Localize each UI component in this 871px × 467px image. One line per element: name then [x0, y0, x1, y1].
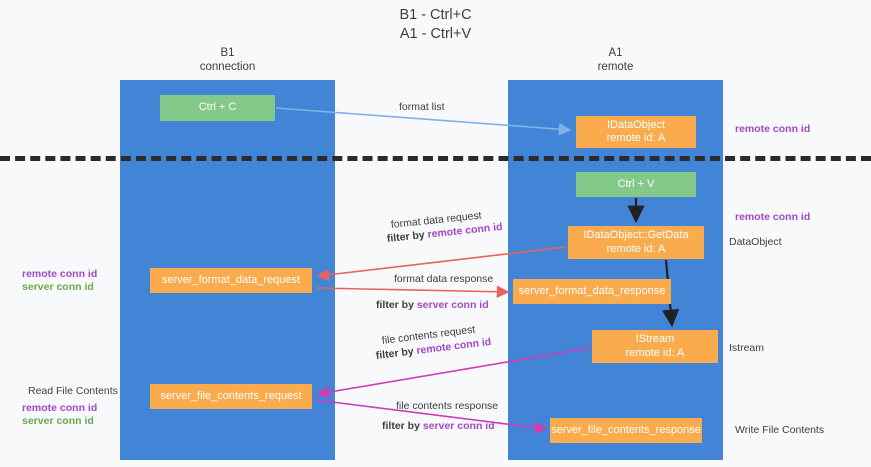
node-server-file-contents-request[interactable]: server_file_contents_request	[150, 384, 312, 409]
node-ctrl-v-label: Ctrl + V	[617, 177, 655, 190]
node-istream-label: IStream	[635, 333, 675, 345]
node-server-format-data-request[interactable]: server_format_data_request	[150, 268, 312, 293]
node-getdata-label: IDataObject::GetData	[583, 229, 689, 241]
filter-prefix: filter by	[375, 345, 418, 362]
edge-label-format-list: format list	[399, 101, 445, 113]
node-sfdres-label: server_format_data_response	[518, 284, 666, 297]
node-sfdreq-label: server_format_data_request	[161, 273, 301, 286]
lane-header-b1: B1 connection	[120, 46, 335, 74]
annotation-istream: Istream	[729, 342, 765, 354]
lane-a1-role: remote	[597, 61, 634, 73]
node-server-format-data-response[interactable]: server_format_data_response	[513, 279, 671, 304]
annotation-dataobject: DataObject	[729, 236, 782, 248]
node-server-file-contents-response[interactable]: server_file_contents_response	[550, 418, 702, 443]
edge-label-file-contents-response-filter: filter by server conn id	[382, 420, 495, 433]
node-ctrl-c-label: Ctrl + C	[198, 101, 237, 114]
server-conn-id-token: server conn id	[416, 299, 489, 311]
edge-label-format-data-response: format data response	[394, 273, 494, 285]
node-idataobject[interactable]: IDataObject remote id: A	[576, 116, 696, 148]
node-ctrl-v[interactable]: Ctrl + V	[576, 172, 696, 197]
lane-header-a1: A1 remote	[508, 46, 723, 74]
page-title-line2: A1 - Ctrl+V	[399, 26, 472, 42]
left-server-conn-id: server conn id	[22, 281, 94, 293]
lane-a1-name: A1	[608, 47, 623, 59]
node-ctrl-c[interactable]: Ctrl + C	[160, 95, 275, 121]
annotation-read-file-contents: Read File Contents	[28, 385, 118, 397]
left-remote-conn-id-2: remote conn id	[22, 402, 98, 414]
node-sfcreq-label: server_file_contents_request	[160, 389, 302, 402]
annotation-write-file-contents: Write File Contents	[735, 424, 825, 436]
left-server-conn-id-2: server conn id	[22, 415, 94, 427]
annotation-left-conn-ids-top: remote conn id server conn id	[22, 268, 97, 294]
filter-prefix: filter by	[376, 299, 417, 311]
node-idataobject-label: IDataObject	[606, 118, 666, 131]
left-remote-conn-id: remote conn id	[22, 268, 98, 280]
annotation-remote-conn-id-top: remote conn id	[735, 123, 811, 135]
phase-divider	[0, 156, 871, 161]
edge-label-file-contents-response: file contents response	[396, 400, 499, 412]
edge-format-data-response	[315, 285, 510, 299]
edge-label-format-data-response-filter: filter by server conn id	[376, 299, 489, 312]
annotation-left-conn-ids-bottom: remote conn id server conn id	[22, 402, 97, 428]
annotation-remote-conn-id-mid: remote conn id	[735, 211, 811, 223]
lane-b1-name: B1	[220, 47, 235, 59]
node-idataobject-sub: remote id: A	[606, 132, 666, 144]
page-title: B1 - Ctrl+C A1 - Ctrl+V	[0, 6, 871, 44]
node-sfcres-label: server_file_contents_response	[551, 423, 701, 436]
page-title-line1: B1 - Ctrl+C	[399, 7, 472, 23]
node-istream[interactable]: IStream remote id: A	[592, 330, 718, 363]
node-idataobject-getdata[interactable]: IDataObject::GetData remote id: A	[568, 226, 704, 259]
node-istream-sub: remote id: A	[625, 346, 685, 359]
lane-b1-role: connection	[199, 61, 256, 73]
node-getdata-sub: remote id: A	[606, 242, 666, 255]
server-conn-id-token: server conn id	[422, 420, 495, 432]
filter-prefix: filter by	[382, 420, 423, 432]
